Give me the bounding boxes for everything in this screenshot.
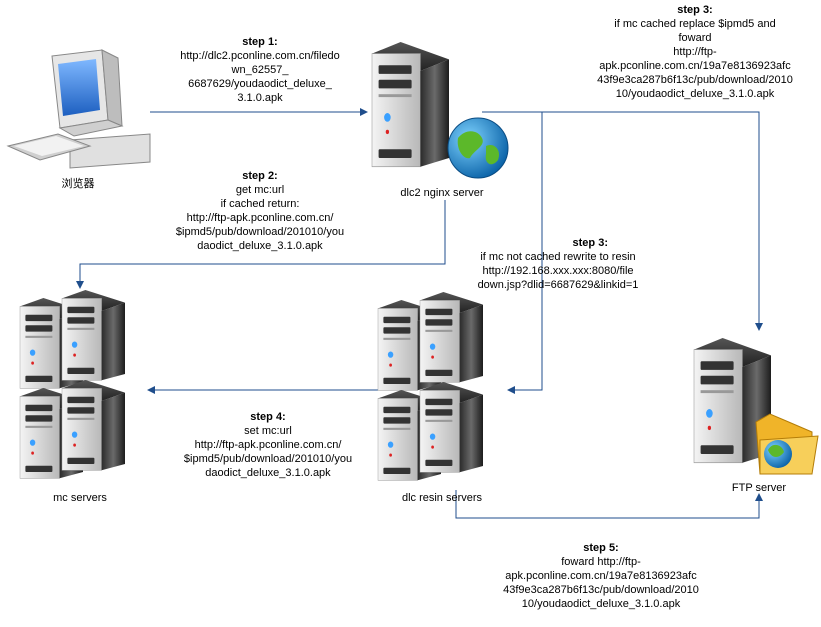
step1-line: 6687629/youdaodict_deluxe_ — [188, 78, 332, 90]
nginx-server-label: dlc2 nginx server — [400, 187, 484, 199]
computer-icon — [6, 49, 151, 169]
step5-title: step 5: — [583, 542, 619, 554]
step5-line: apk.pconline.com.cn/19a7e8136923afc — [505, 570, 697, 582]
step4-line: http://ftp-apk.pconline.com.cn/ — [194, 439, 342, 451]
step2-line: http://ftp-apk.pconline.com.cn/ — [186, 212, 334, 224]
step2-title: step 2: — [242, 170, 278, 182]
step3-ftp-title: step 3: — [677, 4, 713, 16]
step3-ftp-line: 10/youdaodict_deluxe_3.1.0.apk — [615, 88, 775, 100]
globe-icon — [447, 117, 509, 179]
resin-servers-label: dlc resin servers — [401, 492, 483, 504]
step1-line: http://dlc2.pconline.com.cn/filedo — [180, 50, 340, 62]
step2-line: if cached return: — [220, 198, 300, 210]
step3-resin-line: http://192.168.xxx.xxx:8080/file — [482, 265, 634, 277]
step5-label: step 5: foward http://ftp- apk.pconline.… — [478, 541, 724, 611]
step4-line: $ipmd5/pub/download/201010/you — [183, 453, 353, 465]
step5-line: foward http://ftp- — [561, 556, 641, 568]
step2-line: $ipmd5/pub/download/201010/you — [175, 226, 345, 238]
step3-ftp-label: step 3: if mc cached replace $ipmd5 and … — [572, 3, 818, 101]
step1-label: step 1: http://dlc2.pconline.com.cn/file… — [150, 35, 370, 105]
mc-servers-label: mc servers — [53, 492, 107, 504]
connector-step3-resin — [507, 112, 543, 394]
step4-title: step 4: — [250, 411, 286, 423]
folder-icon — [755, 413, 819, 475]
step3-ftp-line: if mc cached replace $ipmd5 and — [614, 18, 776, 30]
step2-line: get mc:url — [235, 184, 285, 196]
step4-line: set mc:url — [244, 425, 292, 437]
connectors — [76, 108, 763, 519]
browser-label: 浏览器 — [61, 178, 95, 190]
step3-ftp-line: 43f9e3ca287b6f13c/pub/download/2010 — [597, 74, 793, 86]
connector-step3-ftp — [482, 111, 763, 331]
connector-step2 — [76, 200, 446, 289]
step3-resin-title: step 3: — [572, 237, 608, 249]
step2-line: daodict_deluxe_3.1.0.apk — [197, 240, 323, 252]
step1-line: 3.1.0.apk — [237, 92, 283, 104]
step4-label: step 4: set mc:url http://ftp-apk.pconli… — [158, 410, 378, 480]
mc-servers-icon — [19, 289, 126, 479]
nginx-server-icon — [371, 41, 450, 168]
resin-servers-icon — [377, 291, 484, 481]
step3-ftp-line: http://ftp- — [673, 46, 717, 58]
step3-ftp-line: foward — [678, 32, 712, 44]
step4-line: daodict_deluxe_3.1.0.apk — [205, 467, 331, 479]
step1-line: wn_62557_ — [231, 64, 289, 76]
connector-step5 — [455, 490, 763, 519]
step5-line: 10/youdaodict_deluxe_3.1.0.apk — [521, 598, 681, 610]
step3-resin-line: if mc not cached rewrite to resin — [480, 251, 636, 263]
step2-label: step 2: get mc:url if cached return: htt… — [150, 169, 370, 253]
step5-line: 43f9e3ca287b6f13c/pub/download/2010 — [503, 584, 699, 596]
step1-title: step 1: — [242, 36, 278, 48]
step3-resin-line: down.jsp?dlid=6687629&linkid=1 — [477, 279, 639, 291]
step3-ftp-line: apk.pconline.com.cn/19a7e8136923afc — [599, 60, 791, 72]
step3-resin-label: step 3: if mc not cached rewrite to resi… — [450, 236, 666, 292]
ftp-server-label: FTP server — [731, 482, 787, 494]
